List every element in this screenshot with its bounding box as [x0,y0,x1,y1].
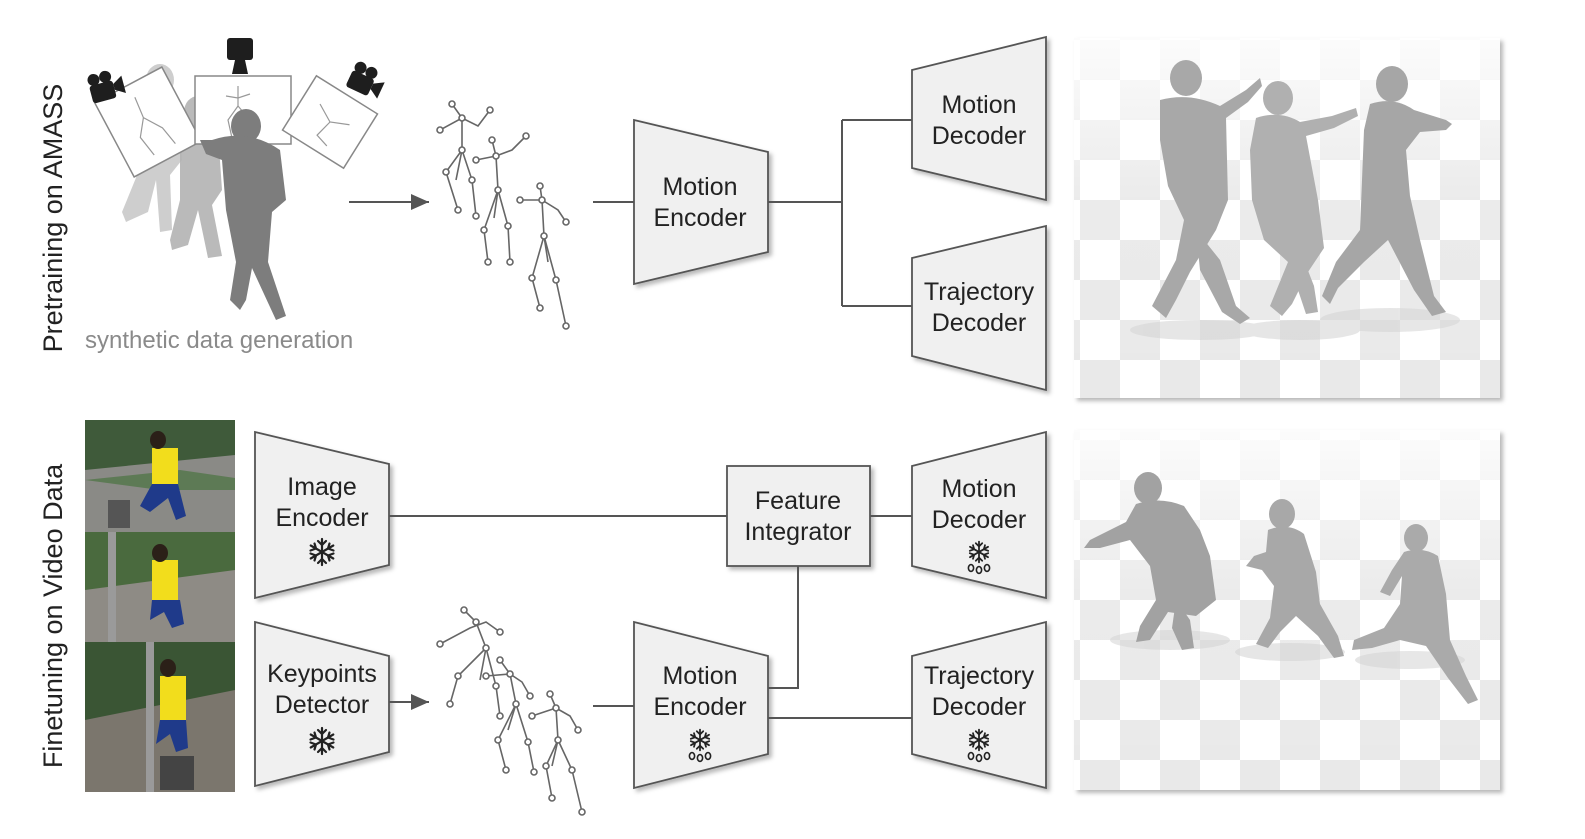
motion-encoder-bottom-label-2: Encoder [653,693,746,721]
keypoints-detector-label-2: Detector [275,691,369,719]
main-human-figure [200,109,286,320]
motion-decoder-bottom: Motion Decoder [911,430,1047,600]
image-encoder: Image Encoder [254,430,390,600]
bottom-connectors [389,515,912,719]
keypoints-detector: Keypoints Detector [254,620,390,788]
video-frames [85,420,235,792]
video-frame-2 [85,532,235,642]
image-encoder-label-2: Encoder [275,504,368,532]
motion-decoder-bottom-label-1: Motion [941,475,1016,503]
feature-integrator-label-2: Integrator [744,518,851,546]
render-panel-top [1074,38,1500,398]
render-panel-bottom [1074,430,1500,790]
motion-decoder-top-label-1: Motion [941,91,1016,119]
motion-encoder-top-label-1: Motion [662,173,737,201]
skeleton-sequence-top [436,100,570,330]
feature-integrator-label-1: Feature [755,487,841,515]
image-encoder-label-1: Image [287,473,356,501]
trajectory-decoder-top: Trajectory Decoder [911,224,1047,392]
video-camera-icon [345,59,389,101]
motion-encoder-top-label-2: Encoder [653,204,746,232]
motion-decoder-top-label-2: Decoder [932,122,1027,150]
connector-encoder-to-decoders-top [768,119,912,307]
motion-decoder-bottom-label-2: Decoder [932,506,1027,534]
motion-encoder-bottom-label-1: Motion [662,662,737,690]
video-frame-3 [85,642,235,792]
trajectory-decoder-bottom-label-2: Decoder [932,693,1027,721]
row-label-finetuning: Finetuning on Video Data [38,463,68,768]
motion-encoder-top: Motion Encoder [633,118,769,286]
trajectory-decoder-bottom-label-1: Trajectory [924,662,1035,690]
trajectory-decoder-top-label-1: Trajectory [924,278,1035,306]
keypoints-detector-label-1: Keypoints [267,660,377,688]
skeleton-sequence-bottom [436,606,586,816]
trajectory-decoder-bottom: Trajectory Decoder [911,620,1047,790]
camera-top-icon [227,38,253,74]
row-label-pretraining: Pretraining on AMASS [38,84,68,353]
motion-decoder-top: Motion Decoder [911,35,1047,202]
synthetic-data-illustration [86,38,389,320]
camera-view-right [281,74,379,170]
synthetic-caption: synthetic data generation [85,327,353,354]
video-frame-1 [85,420,235,532]
trajectory-decoder-top-label-2: Decoder [932,309,1027,337]
motion-encoder-bottom: Motion Encoder [633,620,769,790]
feature-integrator: Feature Integrator [726,465,871,567]
camera-view-left [93,66,203,178]
